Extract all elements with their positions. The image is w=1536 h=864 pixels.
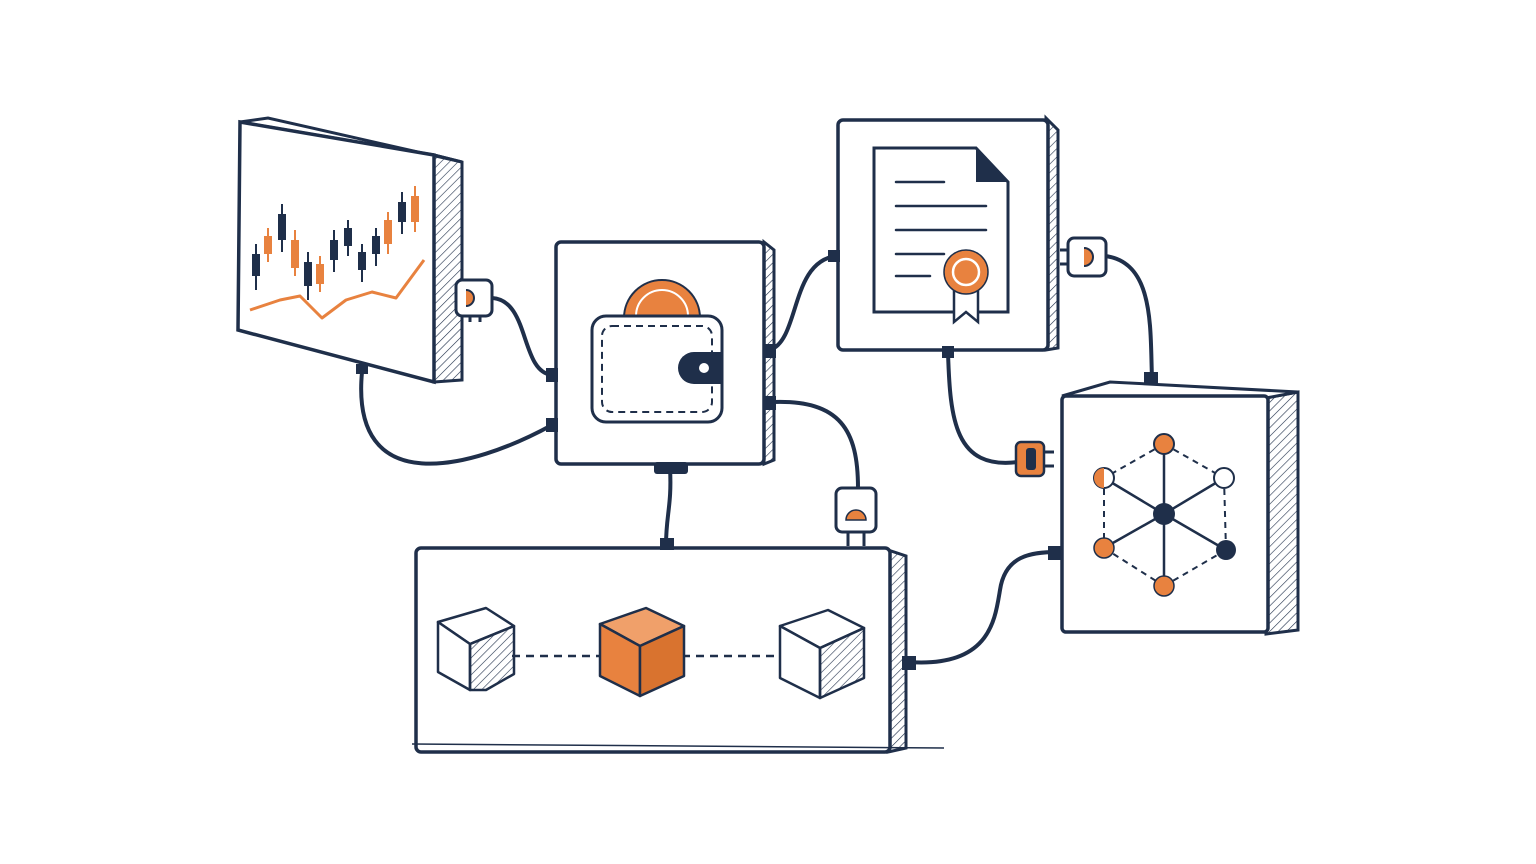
wallet-module bbox=[546, 238, 776, 474]
network-module-side bbox=[1264, 390, 1300, 636]
block-cube-icon bbox=[778, 608, 866, 700]
cables bbox=[359, 254, 1154, 665]
cable-wallet-to-blockchain bbox=[664, 466, 673, 547]
network-module-ports bbox=[1048, 372, 1158, 560]
cable-chart-to-wallet-bottom bbox=[359, 370, 554, 466]
network-graph-icon bbox=[1093, 433, 1236, 597]
network-plug-icon bbox=[1014, 440, 1054, 478]
certificate-plug-icon bbox=[1060, 236, 1108, 278]
trend-line bbox=[249, 259, 426, 320]
chart-module-plug-icon bbox=[454, 278, 494, 322]
blockchain-module-ports bbox=[660, 538, 916, 670]
cable-certificate-to-network-top bbox=[1103, 254, 1154, 380]
cable-wallet-to-certificate bbox=[768, 254, 838, 352]
cable-certificate-to-network-plug bbox=[946, 350, 1020, 465]
network-module bbox=[1014, 372, 1300, 636]
candlestick-chart-icon bbox=[249, 186, 426, 320]
ribbon-icon bbox=[952, 290, 980, 325]
cable-chart-to-wallet-top bbox=[490, 296, 554, 377]
seal-icon bbox=[943, 249, 989, 295]
wallet-coin-icon bbox=[590, 279, 724, 424]
coin-icon bbox=[622, 279, 702, 319]
blockchain-module bbox=[411, 486, 945, 754]
market-chart-module bbox=[236, 116, 494, 385]
cable-wallet-to-blockchain-plug bbox=[772, 399, 860, 490]
chart-module-side bbox=[432, 153, 464, 384]
certificate-module-ports bbox=[828, 250, 954, 358]
block-cube-icon bbox=[436, 606, 516, 692]
block-cube-highlighted-icon bbox=[598, 606, 686, 698]
chart-module-port bbox=[356, 364, 368, 374]
chained-blocks-icon bbox=[436, 606, 866, 700]
document-certificate-icon bbox=[872, 146, 1010, 325]
wallet-module-ports bbox=[546, 344, 776, 474]
certificate-module bbox=[828, 114, 1108, 358]
blockchain-plug-icon bbox=[834, 486, 878, 546]
cable-blockchain-to-network bbox=[906, 550, 1060, 665]
